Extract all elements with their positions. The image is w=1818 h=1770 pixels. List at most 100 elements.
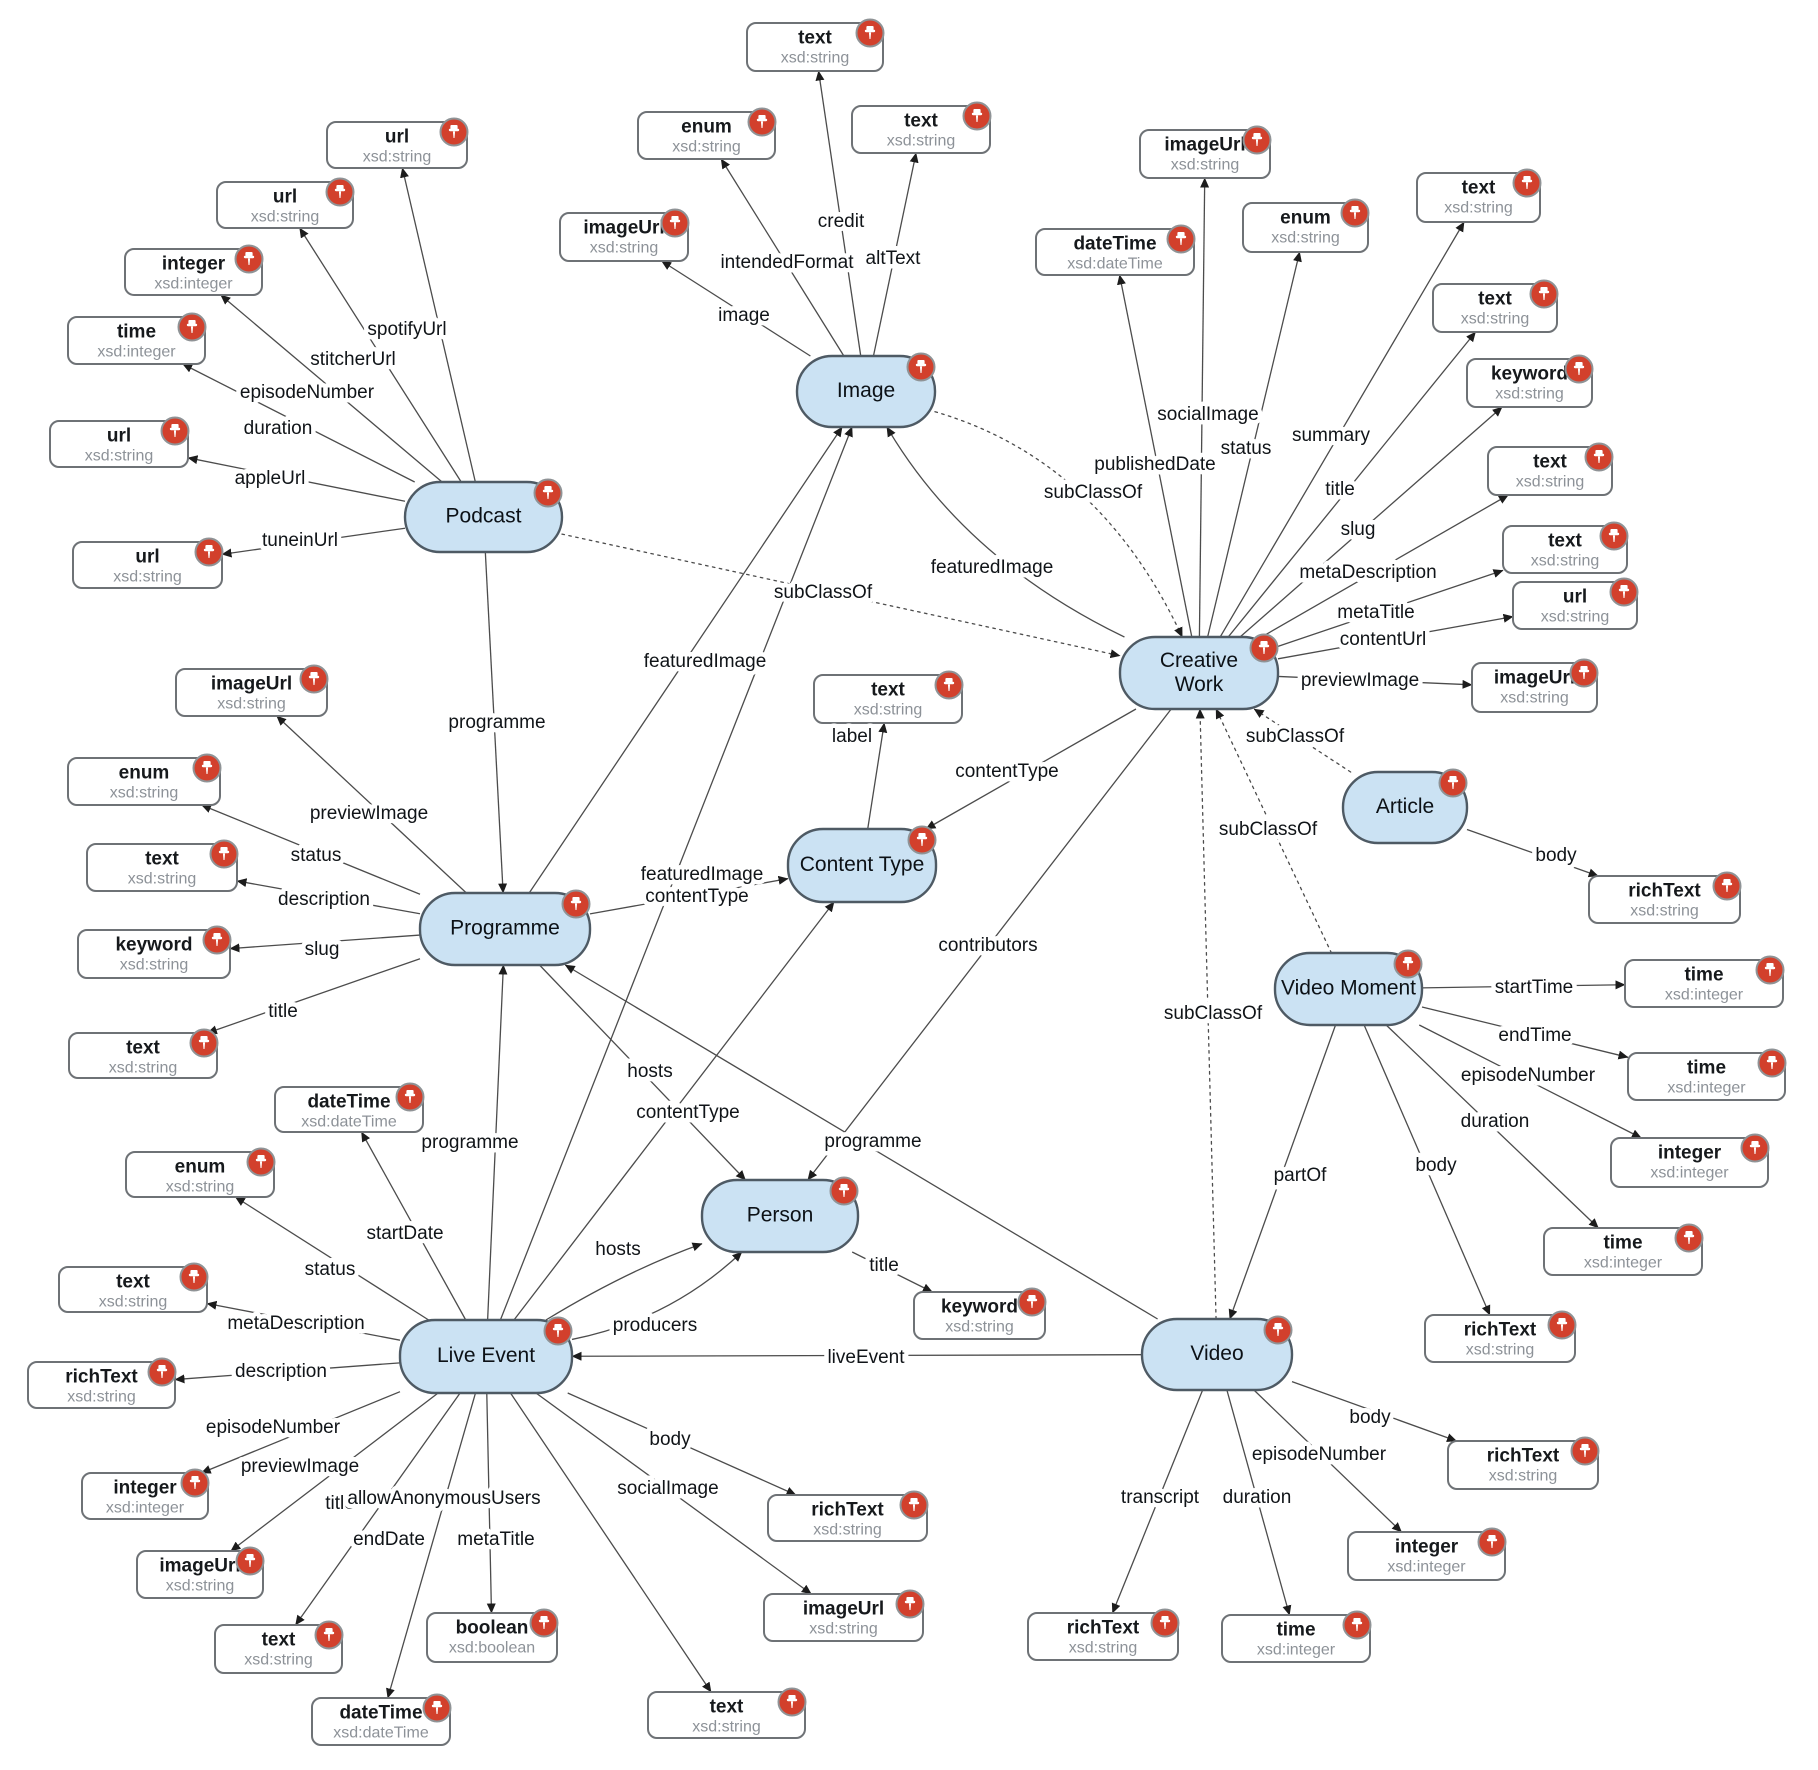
pin-icon[interactable] bbox=[907, 825, 937, 855]
class-node-person[interactable]: Person bbox=[700, 1176, 860, 1254]
pin-icon[interactable] bbox=[962, 101, 992, 131]
pin-icon[interactable] bbox=[1547, 1310, 1577, 1340]
pin-icon[interactable] bbox=[561, 889, 591, 919]
pin-icon[interactable] bbox=[1150, 1608, 1180, 1638]
pin-icon[interactable] bbox=[1529, 279, 1559, 309]
pin-icon[interactable] bbox=[1249, 633, 1279, 663]
pin-icon[interactable] bbox=[1564, 354, 1594, 384]
pin-icon[interactable] bbox=[179, 1262, 209, 1292]
pin-icon[interactable] bbox=[1242, 125, 1272, 155]
pin-icon[interactable] bbox=[192, 753, 222, 783]
pin-icon[interactable] bbox=[1599, 521, 1629, 551]
pin-icon[interactable] bbox=[1609, 577, 1639, 607]
pin-icon[interactable] bbox=[1393, 949, 1423, 979]
pin-icon[interactable] bbox=[314, 1620, 344, 1650]
pin-icon[interactable] bbox=[325, 177, 355, 207]
class-node-article[interactable]: Article bbox=[1341, 768, 1469, 845]
pin-icon[interactable] bbox=[147, 1357, 177, 1387]
pin-icon[interactable] bbox=[177, 312, 207, 342]
pin-icon[interactable] bbox=[777, 1687, 807, 1717]
class-node-live_event[interactable]: Live Event bbox=[398, 1316, 574, 1395]
pin-icon[interactable] bbox=[234, 244, 264, 274]
pin-icon[interactable] bbox=[747, 107, 777, 137]
pin-icon[interactable] bbox=[299, 664, 329, 694]
class-node-content_type[interactable]: Content Type bbox=[786, 825, 938, 904]
class-node-image[interactable]: Image bbox=[795, 352, 937, 429]
pin-icon[interactable] bbox=[1340, 198, 1370, 228]
pin-icon[interactable] bbox=[202, 925, 232, 955]
pin-icon[interactable] bbox=[1512, 168, 1542, 198]
pin-icon[interactable] bbox=[1166, 224, 1196, 254]
pin-icon[interactable] bbox=[1569, 658, 1599, 688]
pin-icon[interactable] bbox=[1342, 1610, 1372, 1640]
pin-icon[interactable] bbox=[1674, 1223, 1704, 1253]
pin-icon[interactable] bbox=[1477, 1527, 1507, 1557]
pin-icon[interactable] bbox=[533, 478, 563, 508]
pin-icon[interactable] bbox=[899, 1490, 929, 1520]
pin-icon[interactable] bbox=[895, 1589, 925, 1619]
pin-icon[interactable] bbox=[422, 1693, 452, 1723]
pin-icon[interactable] bbox=[194, 537, 224, 567]
pin-icon[interactable] bbox=[1757, 1048, 1787, 1078]
pin-icon[interactable] bbox=[829, 1176, 859, 1206]
pin-icon[interactable] bbox=[439, 117, 469, 147]
pin-icon[interactable] bbox=[660, 208, 690, 238]
pin-icon[interactable] bbox=[543, 1316, 573, 1346]
pin-icon[interactable] bbox=[209, 839, 239, 869]
class-node-programme[interactable]: Programme bbox=[418, 889, 592, 967]
pin-icon[interactable] bbox=[1712, 871, 1742, 901]
pin-icon[interactable] bbox=[855, 18, 885, 48]
pin-icon[interactable] bbox=[246, 1147, 276, 1177]
pin-icon[interactable] bbox=[1740, 1133, 1770, 1163]
class-node-video[interactable]: Video bbox=[1140, 1315, 1294, 1392]
pin-icon[interactable] bbox=[1570, 1436, 1600, 1466]
pin-icon[interactable] bbox=[1755, 955, 1785, 985]
pin-icon[interactable] bbox=[235, 1546, 265, 1576]
pin-icon[interactable] bbox=[906, 352, 936, 382]
pin-icon[interactable] bbox=[1017, 1287, 1047, 1317]
